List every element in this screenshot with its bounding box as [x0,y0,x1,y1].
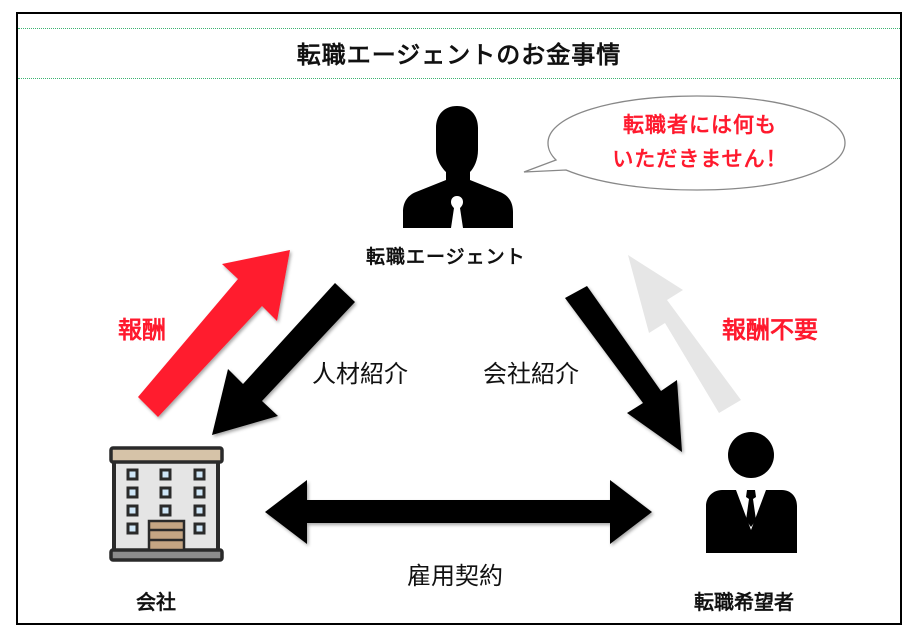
employment-contract-arrow [265,480,652,544]
title-divider-bottom [18,78,900,79]
company-label: 会社 [136,590,176,614]
diagram-title: 転職エージェントのお金事情 [296,41,622,69]
businessman-icon [706,432,797,553]
reward-label: 報酬 [118,316,166,344]
talent-referral-arrow [212,283,355,435]
speech-bubble-line-1: 転職者には何も [623,113,777,137]
speech-bubble-text: 転職者には何も いただきません！ [560,108,840,176]
no-reward-arrow [628,255,741,413]
speech-bubble-line-2: いただきません！ [612,147,788,171]
title-divider-top [18,28,900,29]
talent-referral-label: 人材紹介 [312,360,408,388]
reward-arrow [138,250,290,417]
job-seeker-label: 転職希望者 [694,590,794,614]
no-reward-label: 報酬不要 [722,316,818,344]
speech-bubble [523,95,846,191]
company-referral-label: 会社紹介 [483,360,579,388]
employment-contract-label: 雇用契約 [407,562,503,590]
agent-label: 転職エージェント [366,246,526,268]
agent-silhouette-icon [403,106,513,228]
company-referral-arrow [565,286,682,452]
office-building-icon [109,446,224,562]
